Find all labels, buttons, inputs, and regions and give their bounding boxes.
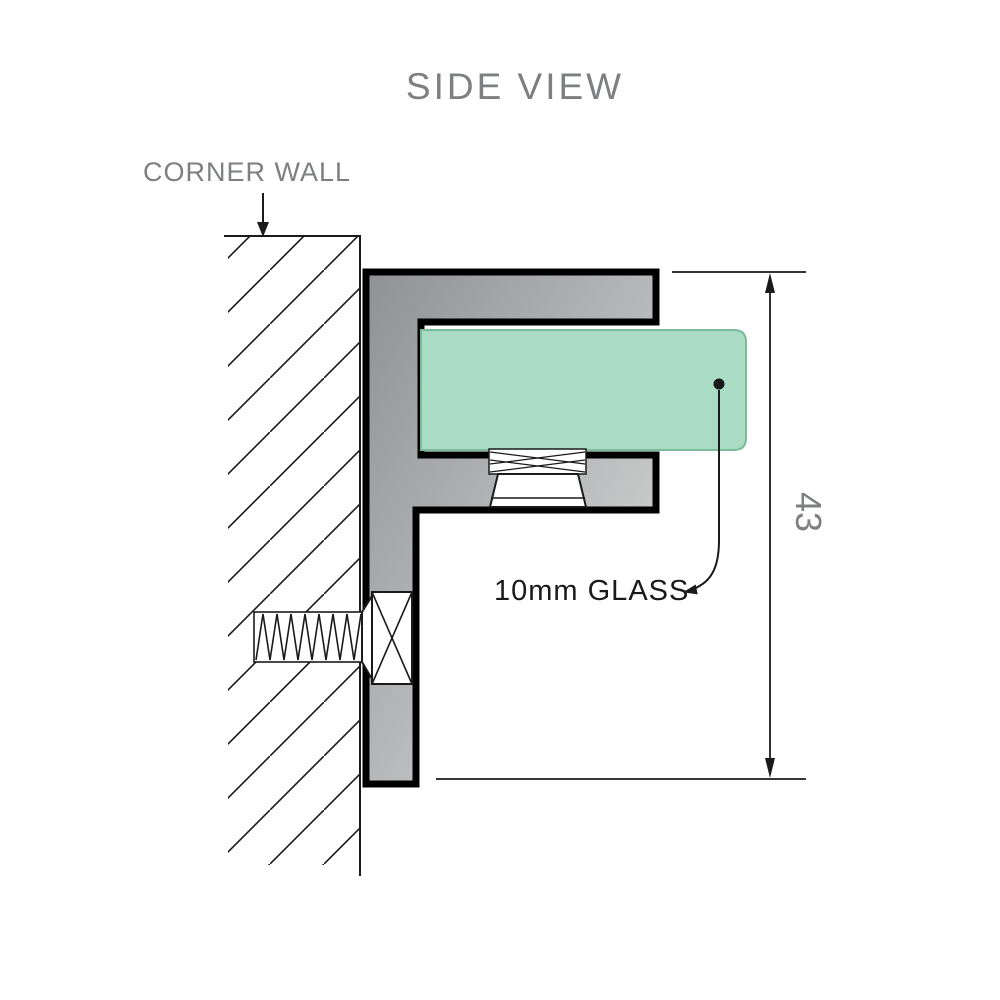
corner-wall-arrow (257, 193, 269, 237)
glass-panel (420, 329, 747, 451)
gasket (488, 448, 588, 508)
bracket-profile (362, 268, 660, 788)
screw (253, 591, 413, 685)
dimension-arrow-up-icon (765, 273, 775, 293)
wall-hatching (228, 237, 359, 865)
dimension-label: 43 (788, 492, 829, 532)
dimension-arrow-down-icon (765, 758, 775, 778)
glass-leader-line (683, 390, 720, 595)
glass-label: 10mm GLASS (494, 575, 689, 607)
corner-wall-label: CORNER WALL (143, 157, 351, 187)
glass-callout-dot (713, 378, 725, 390)
dimension-line (765, 273, 775, 778)
diagram-title: SIDE VIEW (406, 66, 624, 107)
screw-threads (255, 613, 362, 661)
screw-head (371, 591, 413, 685)
